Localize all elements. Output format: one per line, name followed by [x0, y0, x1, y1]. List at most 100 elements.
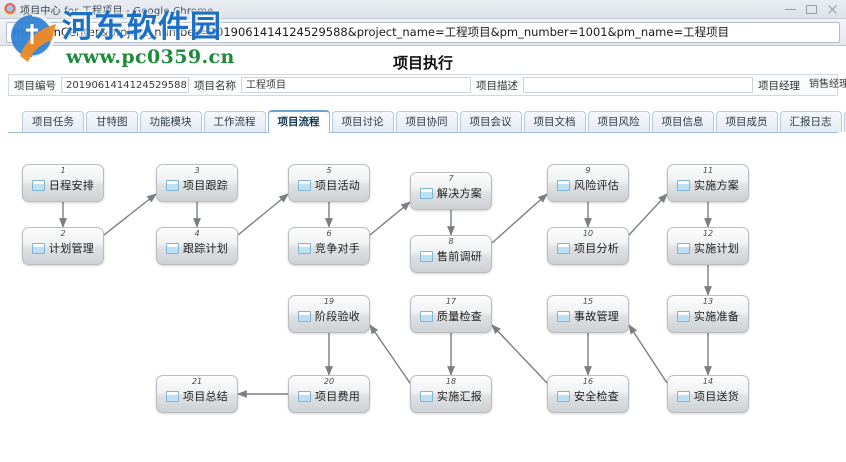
- flow-node-body: 项目总结: [157, 388, 237, 404]
- window-icon: [31, 179, 45, 191]
- flow-node-body: 项目送货: [668, 388, 748, 404]
- field-value[interactable]: 工程项目: [241, 77, 471, 93]
- flow-node-body: 跟踪计划: [157, 240, 237, 256]
- flow-edge-2-to-3: [103, 193, 157, 236]
- window-icon: [31, 242, 45, 254]
- flow-node-body: 解决方案: [411, 185, 491, 201]
- tab-7[interactable]: 项目协同: [395, 111, 458, 132]
- flow-node-label: 实施准备: [693, 310, 740, 323]
- window-icon: [556, 390, 570, 402]
- tab-1[interactable]: 项目任务: [22, 111, 84, 132]
- flow-node-label: 日程安排: [48, 179, 95, 192]
- tab-8[interactable]: 项目会议: [459, 111, 522, 132]
- flow-node-body: 项目费用: [289, 388, 369, 404]
- field-value[interactable]: [523, 77, 753, 93]
- window-icon: [297, 310, 311, 322]
- tab-2[interactable]: 甘特图: [86, 111, 138, 132]
- flow-edge-4-to-5: [237, 193, 289, 236]
- flow-edge-8-to-9: [491, 193, 548, 244]
- flow-node-number: 15: [582, 297, 594, 306]
- tab-4[interactable]: 工作流程: [203, 111, 266, 132]
- flow-node-label: 竞争对手: [314, 242, 361, 255]
- flow-node-21[interactable]: 21 项目总结: [156, 375, 238, 413]
- flow-node-15[interactable]: 15 事故管理: [547, 295, 629, 333]
- page-title: 项目执行: [392, 54, 453, 72]
- flow-node-number: 3: [194, 166, 200, 175]
- flow-node-number: 9: [585, 166, 591, 175]
- tab-3[interactable]: 功能模块: [139, 111, 202, 132]
- flow-node-number: 21: [191, 377, 203, 386]
- flow-node-label: 项目活动: [314, 179, 361, 192]
- tab-14[interactable]: 项目日志: [843, 111, 846, 132]
- flow-node-17[interactable]: 17 质量检查: [410, 295, 492, 333]
- flow-node-body: 实施方案: [668, 177, 748, 193]
- flow-node-20[interactable]: 20 项目费用: [288, 375, 370, 413]
- tab-6[interactable]: 项目讨论: [331, 111, 394, 132]
- tab-9[interactable]: 项目文档: [523, 111, 586, 132]
- tab-11[interactable]: 项目信息: [651, 111, 714, 132]
- flow-node-label: 阶段验收: [314, 310, 361, 323]
- maximize-button[interactable]: [806, 4, 817, 15]
- field-value[interactable]: 2019061414124529588: [61, 77, 189, 93]
- field-label: 项目描述: [476, 79, 518, 92]
- flow-node-body: 项目活动: [289, 177, 369, 193]
- flow-node-label: 质量检查: [436, 310, 483, 323]
- flow-node-label: 解决方案: [436, 187, 483, 200]
- flow-node-body: 实施准备: [668, 308, 748, 324]
- minimize-button[interactable]: [785, 4, 796, 15]
- tab-13[interactable]: 汇报日志: [779, 111, 842, 132]
- flow-node-label: 事故管理: [573, 310, 620, 323]
- url-input[interactable]: mAdminCenter&project_number=201906141412…: [6, 22, 840, 43]
- flow-node-label: 项目费用: [314, 390, 361, 403]
- flow-node-body: 阶段验收: [289, 308, 369, 324]
- tab-5[interactable]: 项目流程: [267, 110, 330, 133]
- flow-node-body: 计划管理: [23, 240, 103, 256]
- flow-node-label: 计划管理: [48, 242, 95, 255]
- flow-node-number: 13: [702, 297, 714, 306]
- tab-bar: 项目任务甘特图功能模块工作流程项目流程项目讨论项目协同项目会议项目文档项目风险项…: [8, 110, 846, 133]
- close-button[interactable]: [827, 4, 838, 15]
- flow-node-body: 日程安排: [23, 177, 103, 193]
- tab-10[interactable]: 项目风险: [587, 111, 650, 132]
- flow-node-3[interactable]: 3 项目跟踪: [156, 164, 238, 202]
- flow-node-label: 项目送货: [693, 390, 740, 403]
- tab-12[interactable]: 项目成员: [715, 111, 778, 132]
- field-label: 项目名称: [194, 79, 236, 92]
- flow-edge-18-to-19: [369, 324, 411, 384]
- window-icon: [165, 242, 179, 254]
- flow-node-number: 20: [323, 377, 335, 386]
- flow-node-body: 实施汇报: [411, 388, 491, 404]
- favicon-icon: [4, 3, 16, 15]
- flow-node-label: 安全检查: [573, 390, 620, 403]
- flow-edge-16-to-17: [491, 324, 548, 384]
- window-icon: [297, 390, 311, 402]
- flow-node-body: 项目跟踪: [157, 177, 237, 193]
- flow-node-number: 17: [445, 297, 457, 306]
- flow-node-13[interactable]: 13 实施准备: [667, 295, 749, 333]
- window-icon: [419, 390, 433, 402]
- flow-edge-10-to-11: [628, 193, 668, 236]
- flow-node-number: 16: [582, 377, 594, 386]
- flow-node-16[interactable]: 16 安全检查: [547, 375, 629, 413]
- flow-edges: [59, 193, 712, 398]
- window-icon: [165, 179, 179, 191]
- window-icon: [297, 179, 311, 191]
- window-icon: [676, 310, 690, 322]
- flow-node-number: 1: [60, 166, 66, 175]
- window-icon: [676, 390, 690, 402]
- flow-node-1[interactable]: 1 日程安排: [22, 164, 104, 202]
